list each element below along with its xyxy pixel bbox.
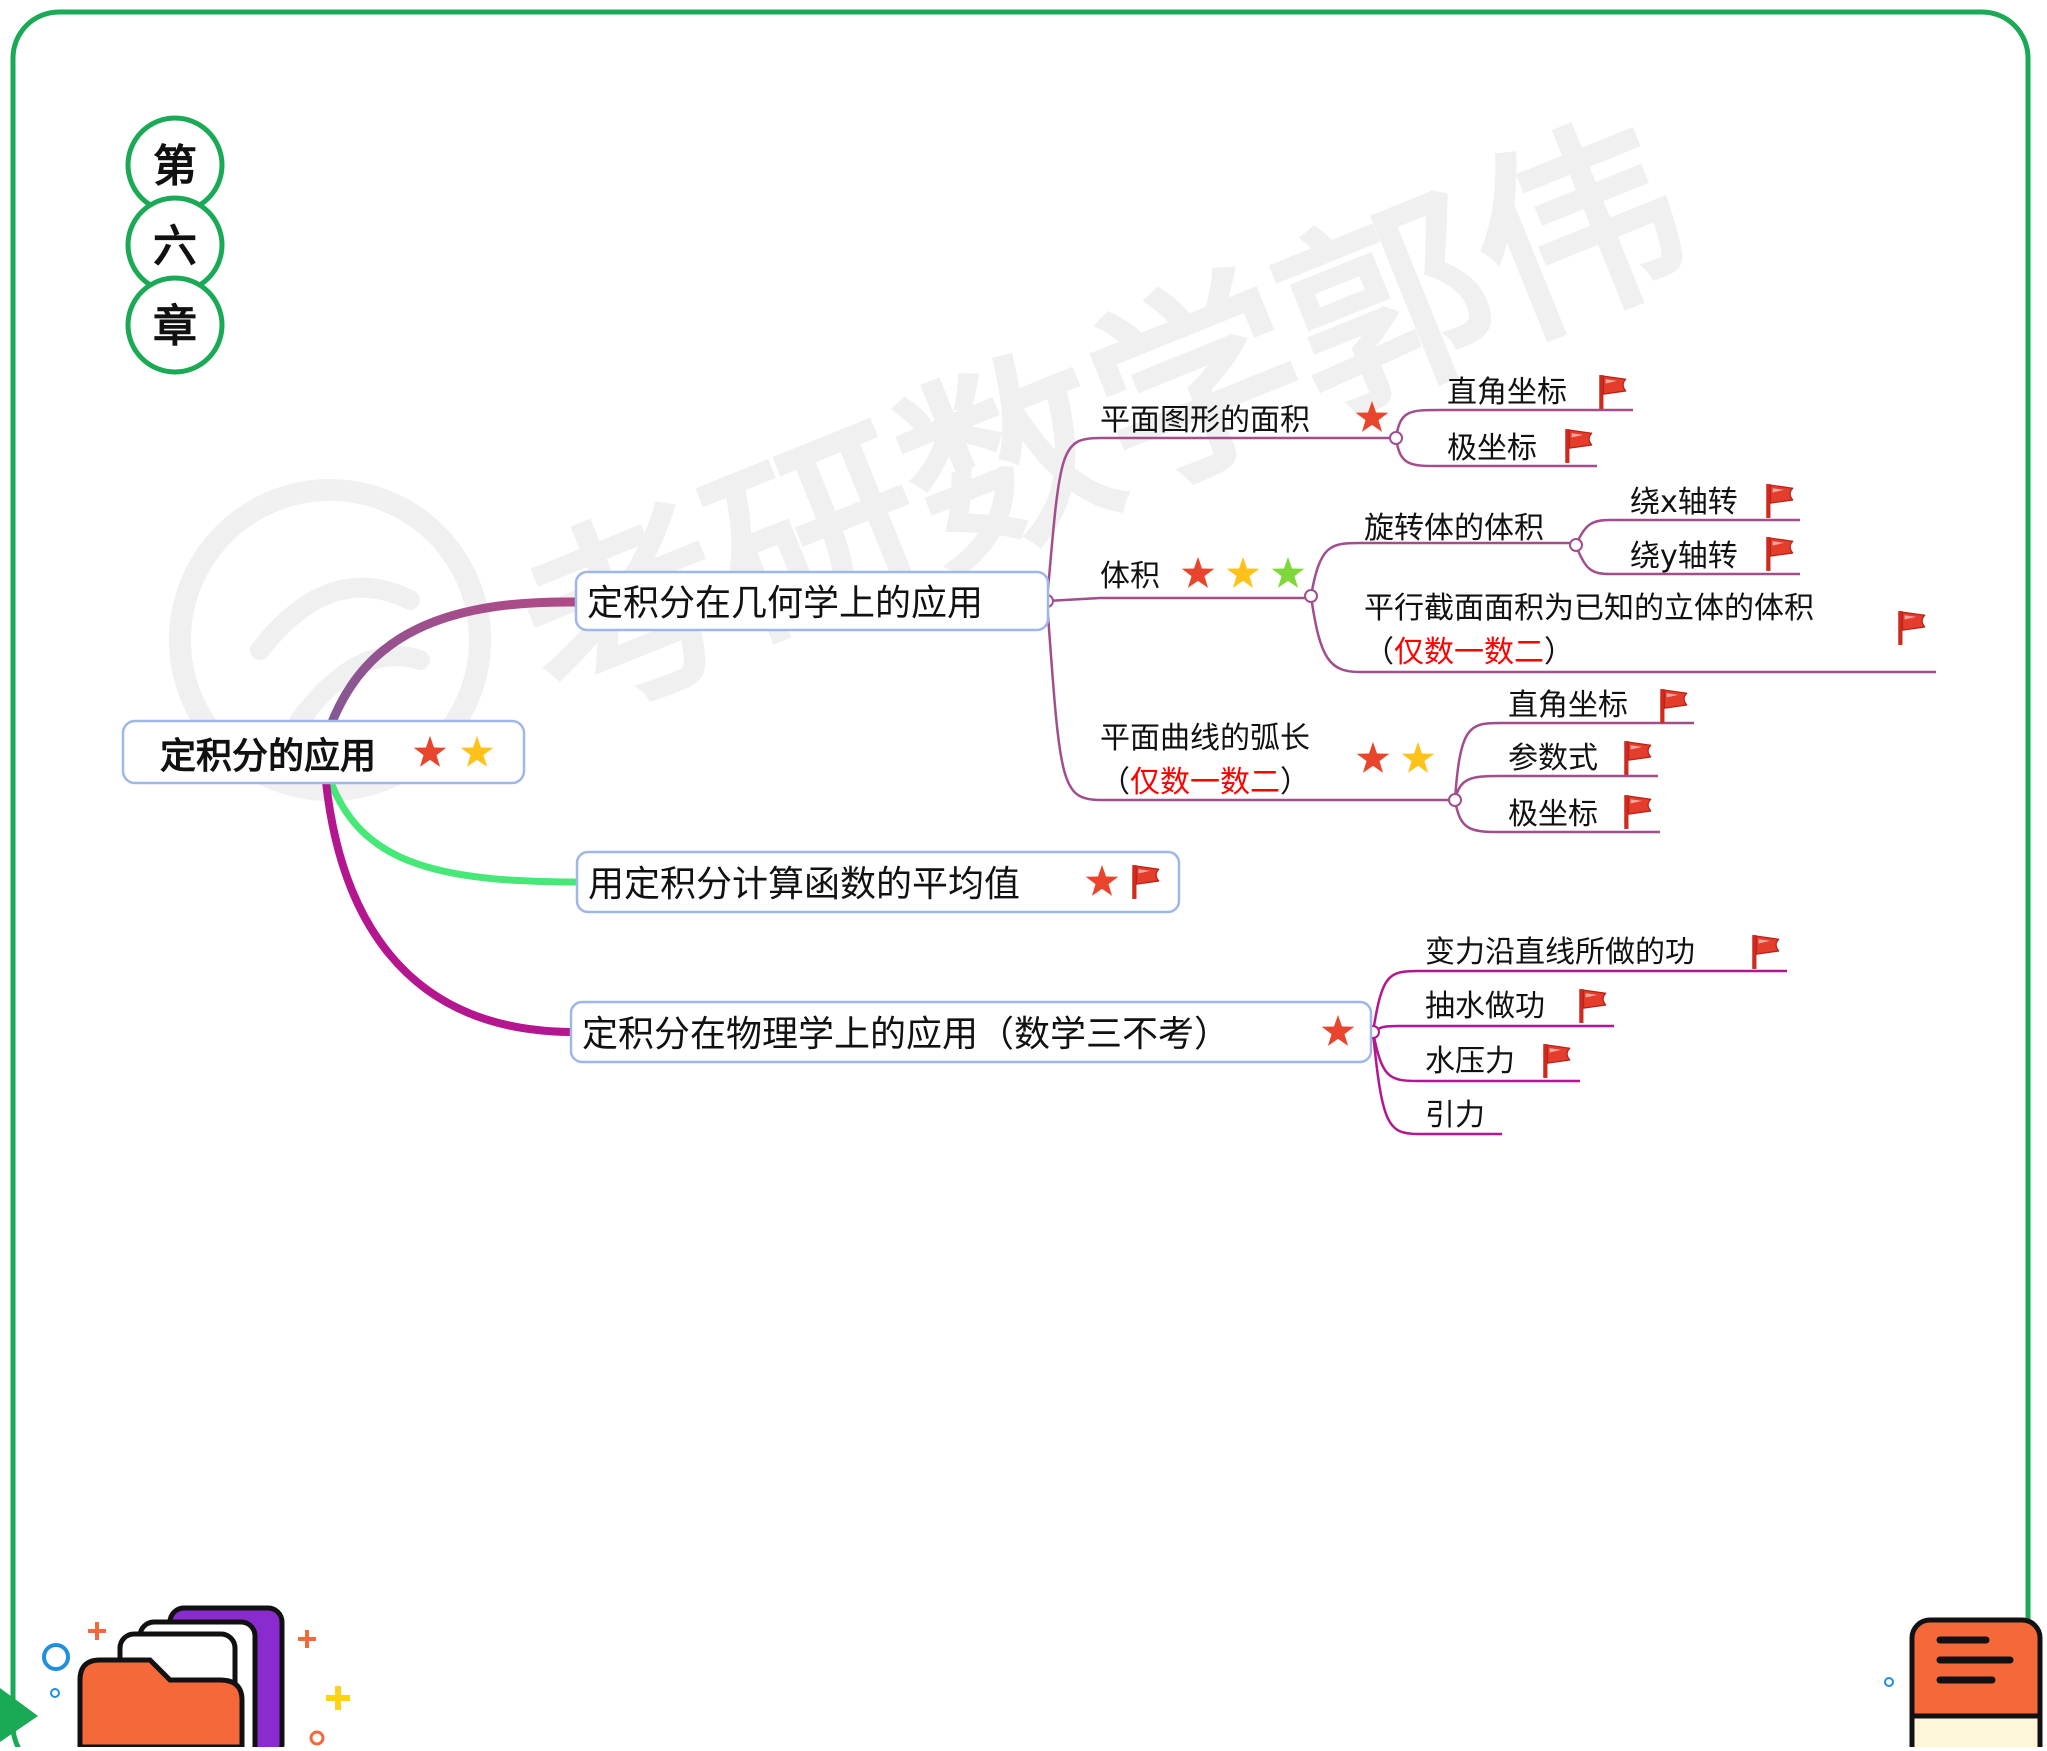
flag-icon [1564, 428, 1593, 464]
flag-icon [1623, 740, 1652, 776]
leaf-label: 直角坐标 [1508, 688, 1628, 723]
leaf-label: 参数式 [1508, 741, 1598, 776]
topic-area-label: 平面图形的面积 [1100, 403, 1310, 438]
leaf-label: 绕y轴转 [1630, 539, 1738, 574]
star-yellow-icon [1401, 741, 1435, 773]
topic-volume-label: 体积 [1100, 559, 1160, 594]
leaf-area-cartesian[interactable]: 直角坐标 [1447, 374, 1627, 410]
subtopic-cross-section-volume[interactable]: 平行截面面积为已知的立体的体积 （仅数一数二） [1364, 591, 1926, 670]
flag-icon [1598, 374, 1627, 410]
branch-geometry-node[interactable]: 定积分在几何学上的应用 [574, 570, 1050, 632]
leaf-label: 极坐标 [1508, 797, 1598, 832]
leaf-label: 直角坐标 [1447, 375, 1567, 410]
note-highlight: 仅数一数二 [1394, 635, 1544, 670]
note-highlight: 仅数一数二 [1130, 765, 1280, 800]
subtopic-rotation-volume[interactable]: 旋转体的体积 [1364, 511, 1544, 546]
leaf-label: 变力沿直线所做的功 [1425, 935, 1695, 970]
branch-average-label: 用定积分计算函数的平均值 [588, 864, 1020, 905]
leaf-rotate-y[interactable]: 绕y轴转 [1630, 536, 1794, 574]
root-node[interactable]: 定积分的应用 [121, 719, 526, 785]
leaf-variable-force-work[interactable]: 变力沿直线所做的功 [1425, 934, 1780, 970]
flag-icon [1578, 988, 1607, 1024]
flag-icon [1751, 934, 1780, 970]
topic-arc-length[interactable]: 平面曲线的弧长 （仅数一数二） [1100, 721, 1435, 800]
leaf-area-polar[interactable]: 极坐标 [1447, 428, 1593, 466]
star-yellow-icon [1226, 556, 1260, 588]
leaf-arc-cartesian[interactable]: 直角坐标 [1508, 688, 1688, 724]
leaf-rotate-x[interactable]: 绕x轴转 [1630, 483, 1794, 520]
plus-icon [326, 1686, 350, 1710]
topic-arc-line2: （仅数一数二） [1100, 765, 1310, 800]
flag-icon [1542, 1043, 1571, 1079]
section-line1: 平行截面面积为已知的立体的体积 [1364, 591, 1814, 626]
leaf-label: 极坐标 [1447, 431, 1537, 466]
topic-arc-line1: 平面曲线的弧长 [1100, 721, 1310, 756]
leaf-label: 抽水做功 [1425, 989, 1545, 1024]
decoration-bottom-right [1884, 1617, 2043, 1751]
flag-icon [1765, 483, 1794, 519]
branch-average-node[interactable]: 用定积分计算函数的平均值 [575, 850, 1181, 914]
chapter-char-2: 六 [153, 221, 197, 272]
flag-icon [1765, 536, 1794, 572]
folder-icon [77, 1605, 285, 1751]
geometry-connectors [1045, 408, 1936, 834]
star-red-icon [1181, 556, 1215, 588]
leaf-gravitation[interactable]: 引力 [1425, 1098, 1485, 1133]
root-connectors [317, 597, 580, 1036]
connector-geometry [317, 597, 580, 757]
plus-icon [298, 1630, 316, 1648]
flag-icon [1659, 688, 1688, 724]
leaf-arc-polar[interactable]: 极坐标 [1508, 794, 1652, 832]
leaf-pumping-work[interactable]: 抽水做功 [1425, 988, 1607, 1024]
topic-volume[interactable]: 体积 [1100, 556, 1305, 594]
section-line2: （仅数一数二） [1364, 635, 1574, 670]
decoration-bottom-left [0, 1605, 350, 1751]
star-red-icon [1356, 741, 1390, 773]
leaf-water-pressure[interactable]: 水压力 [1425, 1043, 1571, 1079]
branch-physics-node[interactable]: 定积分在物理学上的应用（数学三不考） [569, 1000, 1373, 1064]
topic-area[interactable]: 平面图形的面积 [1100, 400, 1389, 438]
chapter-badge: 第 六 章 [125, 115, 225, 375]
notebook-icon [1909, 1617, 2043, 1751]
connector-average [326, 776, 580, 886]
chapter-char-1: 第 [153, 141, 197, 192]
star-green-icon [1271, 556, 1305, 588]
leaf-arc-parametric[interactable]: 参数式 [1508, 740, 1652, 776]
arrow-tab-icon [0, 1688, 38, 1742]
leaf-label: 引力 [1425, 1098, 1485, 1133]
page-frame [10, 9, 2031, 1751]
root-label: 定积分的应用 [160, 736, 376, 777]
circle-dot-icon [42, 1643, 70, 1671]
connector-physics [322, 778, 574, 1036]
branch-physics-label: 定积分在物理学上的应用（数学三不考） [582, 1014, 1230, 1055]
chapter-char-3: 章 [153, 301, 197, 352]
leaf-label: 水压力 [1425, 1044, 1515, 1079]
flag-icon [1897, 610, 1926, 646]
plus-icon [88, 1622, 106, 1640]
leaf-label: 绕x轴转 [1630, 485, 1738, 520]
subtopic-label: 旋转体的体积 [1364, 511, 1544, 546]
flag-icon [1623, 794, 1652, 830]
branch-geometry-label: 定积分在几何学上的应用 [587, 583, 983, 624]
